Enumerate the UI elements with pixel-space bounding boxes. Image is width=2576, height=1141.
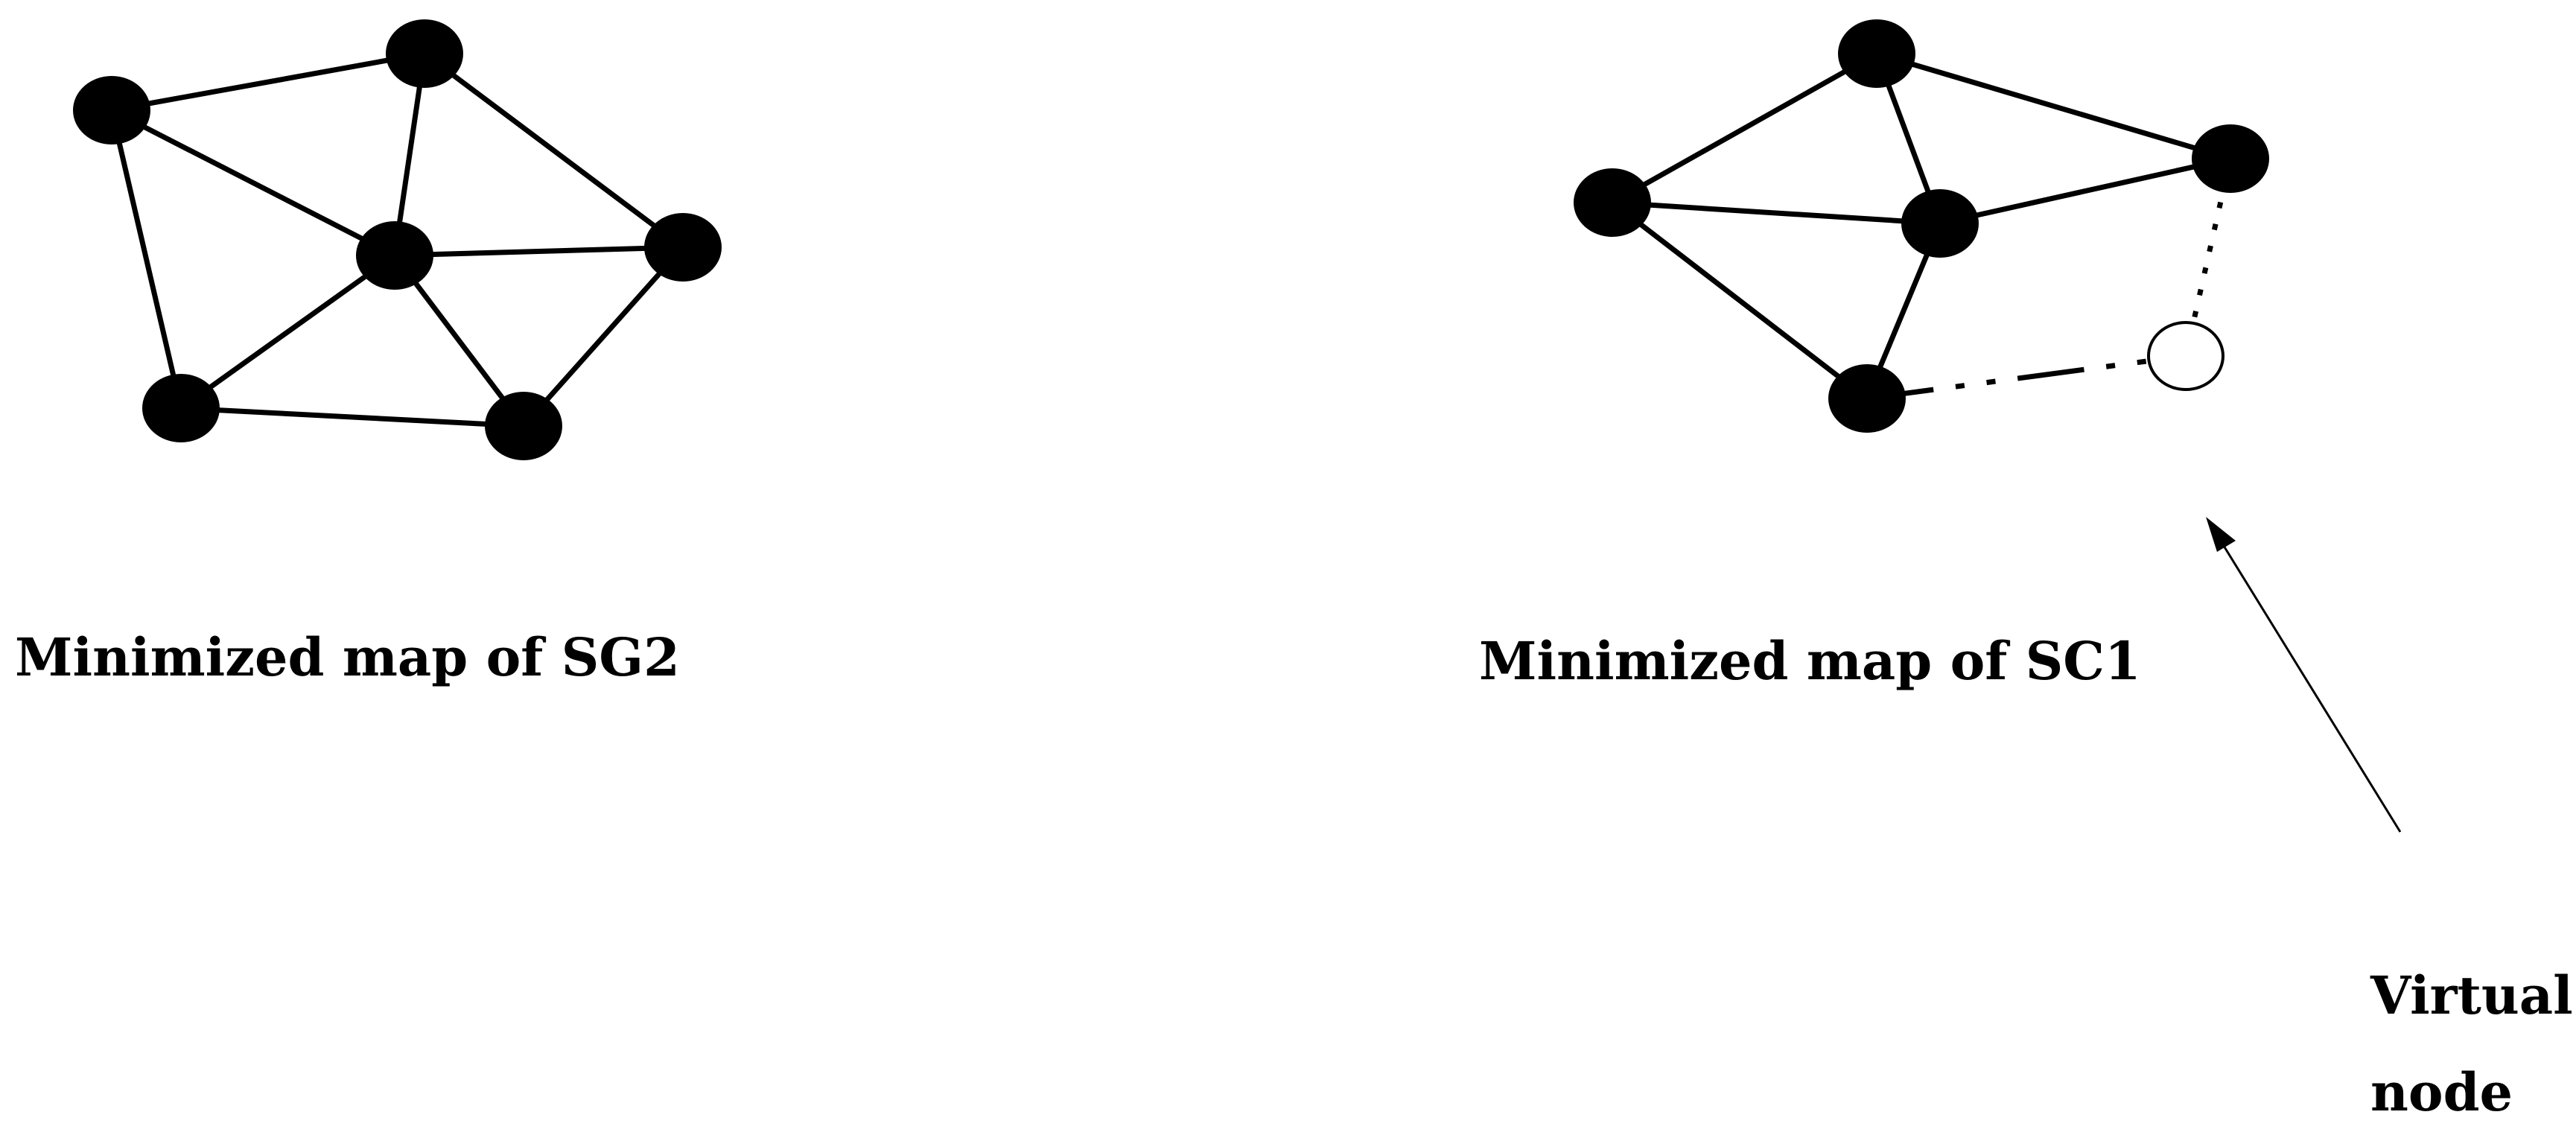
node-sg2-c	[356, 221, 433, 290]
edge-sc1-r-q	[1876, 51, 2231, 162]
virtual-node-pointer-arrowhead	[2206, 517, 2236, 552]
edge-sg2-c-d	[394, 244, 684, 258]
virtual-node-label-line2: node	[2370, 1061, 2513, 1123]
edge-sg2-b-d	[422, 51, 685, 250]
edge-sg2-c-e	[179, 253, 397, 410]
node-sc1-q	[2192, 124, 2269, 193]
node-sc1-p	[1574, 168, 1651, 237]
nodes-layer	[73, 19, 2269, 460]
edge-sg2-e-f	[180, 405, 524, 429]
edge-sc1-q-s	[1939, 156, 2231, 226]
node-sc1-r	[1838, 19, 1915, 88]
caption-sg2-map: Minimized map of SG2	[15, 626, 680, 688]
node-sg2-d	[644, 213, 722, 282]
node-sc1-s	[1901, 189, 1979, 258]
node-sg2-b	[386, 19, 463, 88]
node-sg2-a	[73, 76, 150, 144]
edge-sg2-a-c	[110, 107, 396, 258]
edge-sc1-t-v	[1866, 353, 2187, 401]
virtual-node	[2147, 321, 2224, 391]
virtual-node-label: Virtual node	[2370, 947, 2573, 1141]
edge-sg2-a-e	[109, 109, 184, 409]
node-sg2-f	[485, 392, 562, 460]
edge-sg2-d-f	[521, 245, 685, 428]
virtual-node-pointer-arrow	[2210, 526, 2402, 833]
caption-sc1-map: Minimized map of SC1	[1479, 630, 2141, 692]
edge-sg2-a-b	[111, 51, 425, 113]
edge-sc1-p-t	[1610, 200, 1869, 401]
virtual-node-label-line1: Virtual	[2370, 964, 2573, 1026]
node-sc1-t	[1828, 364, 1906, 433]
edge-sc1-p-s	[1612, 200, 1941, 226]
edge-sc1-p-r	[1611, 51, 1878, 206]
node-sg2-e	[142, 374, 220, 442]
